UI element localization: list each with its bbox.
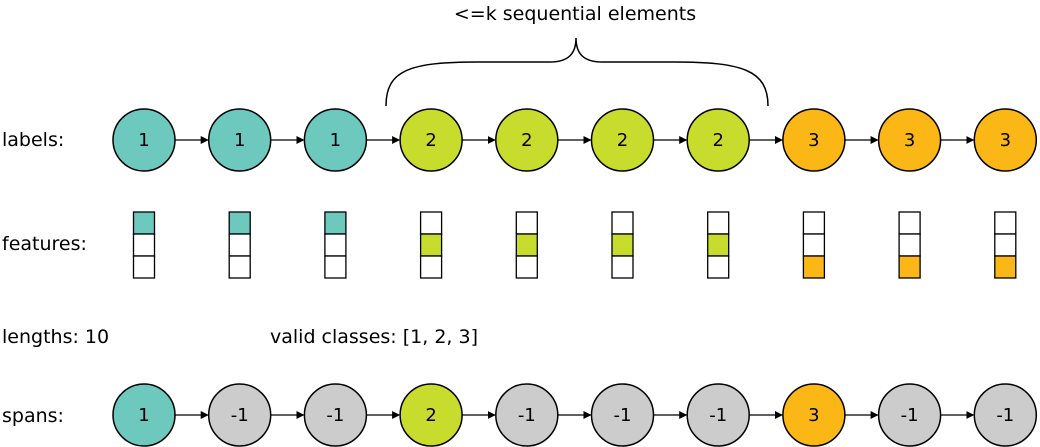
label-node-value: 2: [521, 130, 532, 151]
label-node-value: 3: [808, 130, 819, 151]
spans-row-label: spans:: [2, 405, 64, 427]
feature-cell: [611, 211, 634, 235]
span-node-value: -1: [614, 405, 632, 426]
feature-cell: [419, 255, 443, 279]
feature-cell-active: [611, 233, 634, 257]
curly-brace: [385, 37, 769, 107]
feature-cell: [611, 255, 634, 279]
span-node: [973, 383, 1038, 447]
span-node: [303, 383, 368, 447]
span-node: [207, 383, 272, 447]
feature-cell-active: [515, 233, 538, 257]
label-node-value: 1: [138, 130, 149, 151]
features-row-label: features:: [2, 233, 87, 255]
features-row: [132, 211, 1017, 279]
label-node: [590, 108, 655, 172]
feature-cell: [132, 233, 156, 257]
feature-cell: [132, 255, 156, 279]
feature-cell: [707, 255, 730, 279]
label-node: [686, 108, 750, 172]
feature-cell-active: [802, 255, 826, 279]
label-node: [303, 108, 368, 172]
feature-cell-active: [707, 233, 730, 257]
brace-label: <=k sequential elements: [454, 3, 696, 25]
label-node-value: 2: [425, 130, 436, 151]
span-node: [495, 383, 559, 447]
feature-cell-active: [228, 211, 251, 235]
label-node: [973, 108, 1038, 172]
span-node-value: -1: [518, 405, 536, 426]
labels-row-label: labels:: [2, 129, 64, 151]
feature-cell: [419, 211, 443, 235]
feature-cell: [324, 233, 347, 257]
feature-cell: [324, 255, 347, 279]
feature-cell: [994, 211, 1017, 235]
valid-classes-text: valid classes: [1, 2, 3]: [270, 326, 478, 348]
label-node-value: 3: [904, 130, 915, 151]
label-node: [399, 108, 463, 172]
feature-cell: [707, 211, 730, 235]
feature-cell: [515, 255, 538, 279]
label-node-value: 3: [1000, 130, 1011, 151]
span-node-value: -1: [996, 405, 1014, 426]
span-node-value: -1: [326, 405, 344, 426]
feature-cell-active: [994, 255, 1017, 279]
feature-cell-active: [324, 211, 347, 235]
span-node: [399, 383, 463, 447]
label-node-value: 1: [234, 130, 245, 151]
feature-cell: [802, 211, 826, 235]
feature-cell: [228, 233, 251, 257]
labels-row: 1 1 1 2 2 2 2 3 3 3: [112, 108, 1038, 172]
feature-cell: [228, 255, 251, 279]
span-node: [590, 383, 655, 447]
span-node-value: -1: [901, 405, 919, 426]
span-node: [112, 383, 176, 447]
span-node-value: 3: [808, 405, 819, 426]
span-node: [782, 383, 846, 447]
span-node-value: 1: [138, 405, 149, 426]
label-node-value: 2: [617, 130, 628, 151]
feature-cell: [994, 233, 1017, 257]
label-node: [207, 108, 272, 172]
feature-cell: [898, 233, 921, 257]
feature-cell: [515, 211, 538, 235]
label-node-value: 2: [712, 130, 723, 151]
feature-cell-active: [898, 255, 921, 279]
span-node-value: 2: [425, 405, 436, 426]
span-node-value: -1: [231, 405, 249, 426]
feature-cell: [898, 211, 921, 235]
feature-cell-active: [419, 233, 443, 257]
label-node: [495, 108, 559, 172]
feature-cell: [802, 233, 826, 257]
span-node: [877, 383, 942, 447]
label-node: [782, 108, 846, 172]
label-node: [112, 108, 176, 172]
feature-cell-active: [132, 211, 156, 235]
span-node-value: -1: [709, 405, 727, 426]
lengths-text: lengths: 10: [2, 326, 109, 348]
span-node: [686, 383, 750, 447]
spans-row: 1 -1 -1 2 -1 -1 -1 3 -1 -1: [112, 383, 1038, 447]
label-node: [877, 108, 942, 172]
label-node-value: 1: [330, 130, 341, 151]
